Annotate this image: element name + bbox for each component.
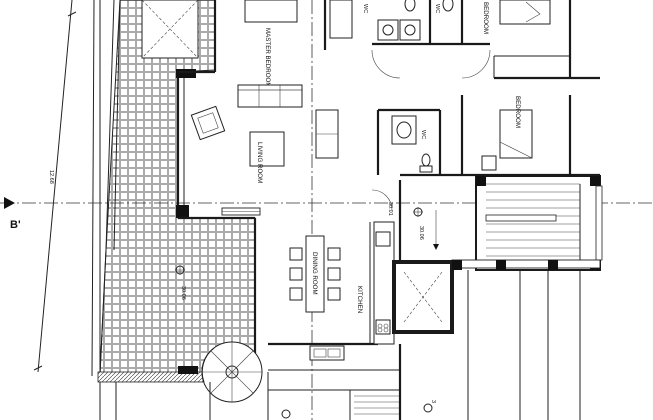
section-marker: B' — [10, 219, 21, 231]
bedroom-top-right: BEDROOM — [460, 0, 600, 80]
dining-room-label: DINING ROOM — [311, 252, 318, 295]
wc-middle-label: WC — [420, 130, 426, 139]
exterior-walls — [176, 0, 400, 372]
terrace-level-label: 30.06 — [180, 286, 186, 300]
living-room: LIVING ROOM — [190, 84, 339, 183]
kitchen-label: KITCHEN — [356, 286, 363, 313]
dimension-line: 12.68 — [33, 0, 77, 373]
lower-section: 3 — [99, 270, 581, 420]
staircase — [475, 175, 603, 271]
living-room-label: LIVING ROOM — [256, 142, 263, 183]
master-bedroom-area: MASTER BEDROOM — [244, 0, 327, 87]
step-level-label: 30.01 — [387, 202, 393, 216]
hall: 30.01 30.06 — [371, 180, 439, 260]
wc-top-right: WC — [371, 0, 491, 79]
spiral-staircase — [201, 341, 263, 403]
bottom-level-label: 3 — [430, 400, 436, 403]
terrace — [91, 0, 256, 383]
wc-top-left: WC — [329, 0, 421, 41]
wc-top-right-label: WC — [434, 4, 440, 13]
lift-shaft — [392, 259, 601, 334]
dimension-label: 12.68 — [48, 170, 54, 184]
master-bedroom-label: MASTER BEDROOM — [264, 28, 271, 87]
bedroom-top-right-label: BEDROOM — [482, 2, 489, 34]
bedroom-right-label: BEDROOM — [514, 96, 521, 128]
terrace-level-mark: 30.06 — [175, 265, 186, 300]
wc-middle: WC — [376, 108, 442, 175]
wc-top-left-label: WC — [362, 4, 368, 13]
hall-level-label: 30.06 — [418, 226, 424, 240]
dining-room: DINING ROOM — [289, 235, 341, 313]
section-arrow-icon — [4, 197, 15, 209]
